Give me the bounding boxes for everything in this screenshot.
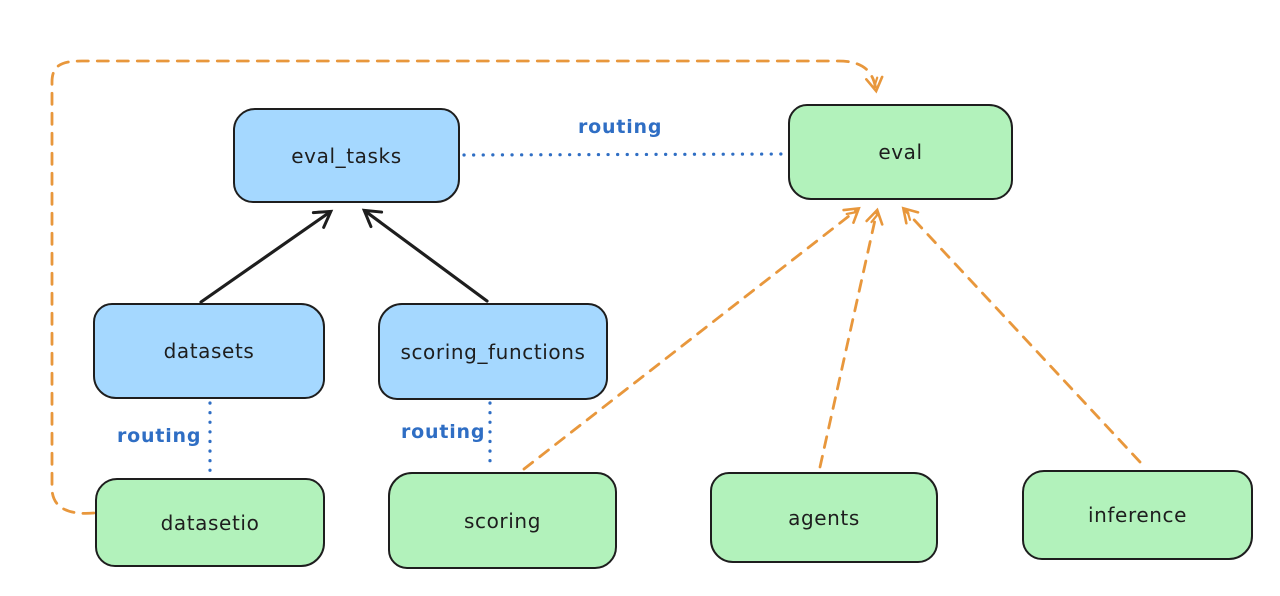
node-datasetio: datasetio bbox=[95, 478, 325, 567]
node-datasets-label: datasets bbox=[163, 339, 255, 363]
node-inference: inference bbox=[1022, 470, 1253, 560]
node-eval-label: eval bbox=[878, 140, 923, 164]
edge-scoring-functions-to-eval-tasks bbox=[361, 208, 489, 303]
node-eval-tasks: eval_tasks bbox=[233, 108, 460, 203]
edge-eval-tasks-to-eval-routing bbox=[462, 152, 789, 157]
node-eval-tasks-label: eval_tasks bbox=[291, 143, 402, 168]
node-scoring: scoring bbox=[388, 472, 617, 569]
node-scoring-functions: scoring_functions bbox=[378, 303, 608, 400]
edge-label-routing-datasets-datasetio: routing bbox=[117, 425, 202, 447]
node-eval: eval bbox=[788, 104, 1013, 200]
node-agents-label: agents bbox=[788, 505, 860, 530]
edge-datasetio-to-eval bbox=[50, 59, 884, 515]
node-scoring-label: scoring bbox=[463, 508, 541, 533]
node-scoring-functions-label: scoring_functions bbox=[400, 339, 586, 364]
edge-datasets-to-eval-tasks bbox=[199, 209, 334, 304]
edge-label-routing-eval-tasks-eval: routing bbox=[578, 116, 663, 138]
edge-inference-to-eval bbox=[901, 206, 1142, 464]
edge-label-routing-scoring-functions-scoring: routing bbox=[401, 421, 486, 443]
node-agents: agents bbox=[710, 472, 938, 563]
node-datasetio-label: datasetio bbox=[160, 510, 260, 535]
edge-scoring-to-eval bbox=[522, 206, 861, 471]
node-inference-label: inference bbox=[1087, 503, 1188, 527]
edge-agents-to-eval bbox=[818, 207, 884, 469]
node-datasets: datasets bbox=[93, 303, 325, 399]
